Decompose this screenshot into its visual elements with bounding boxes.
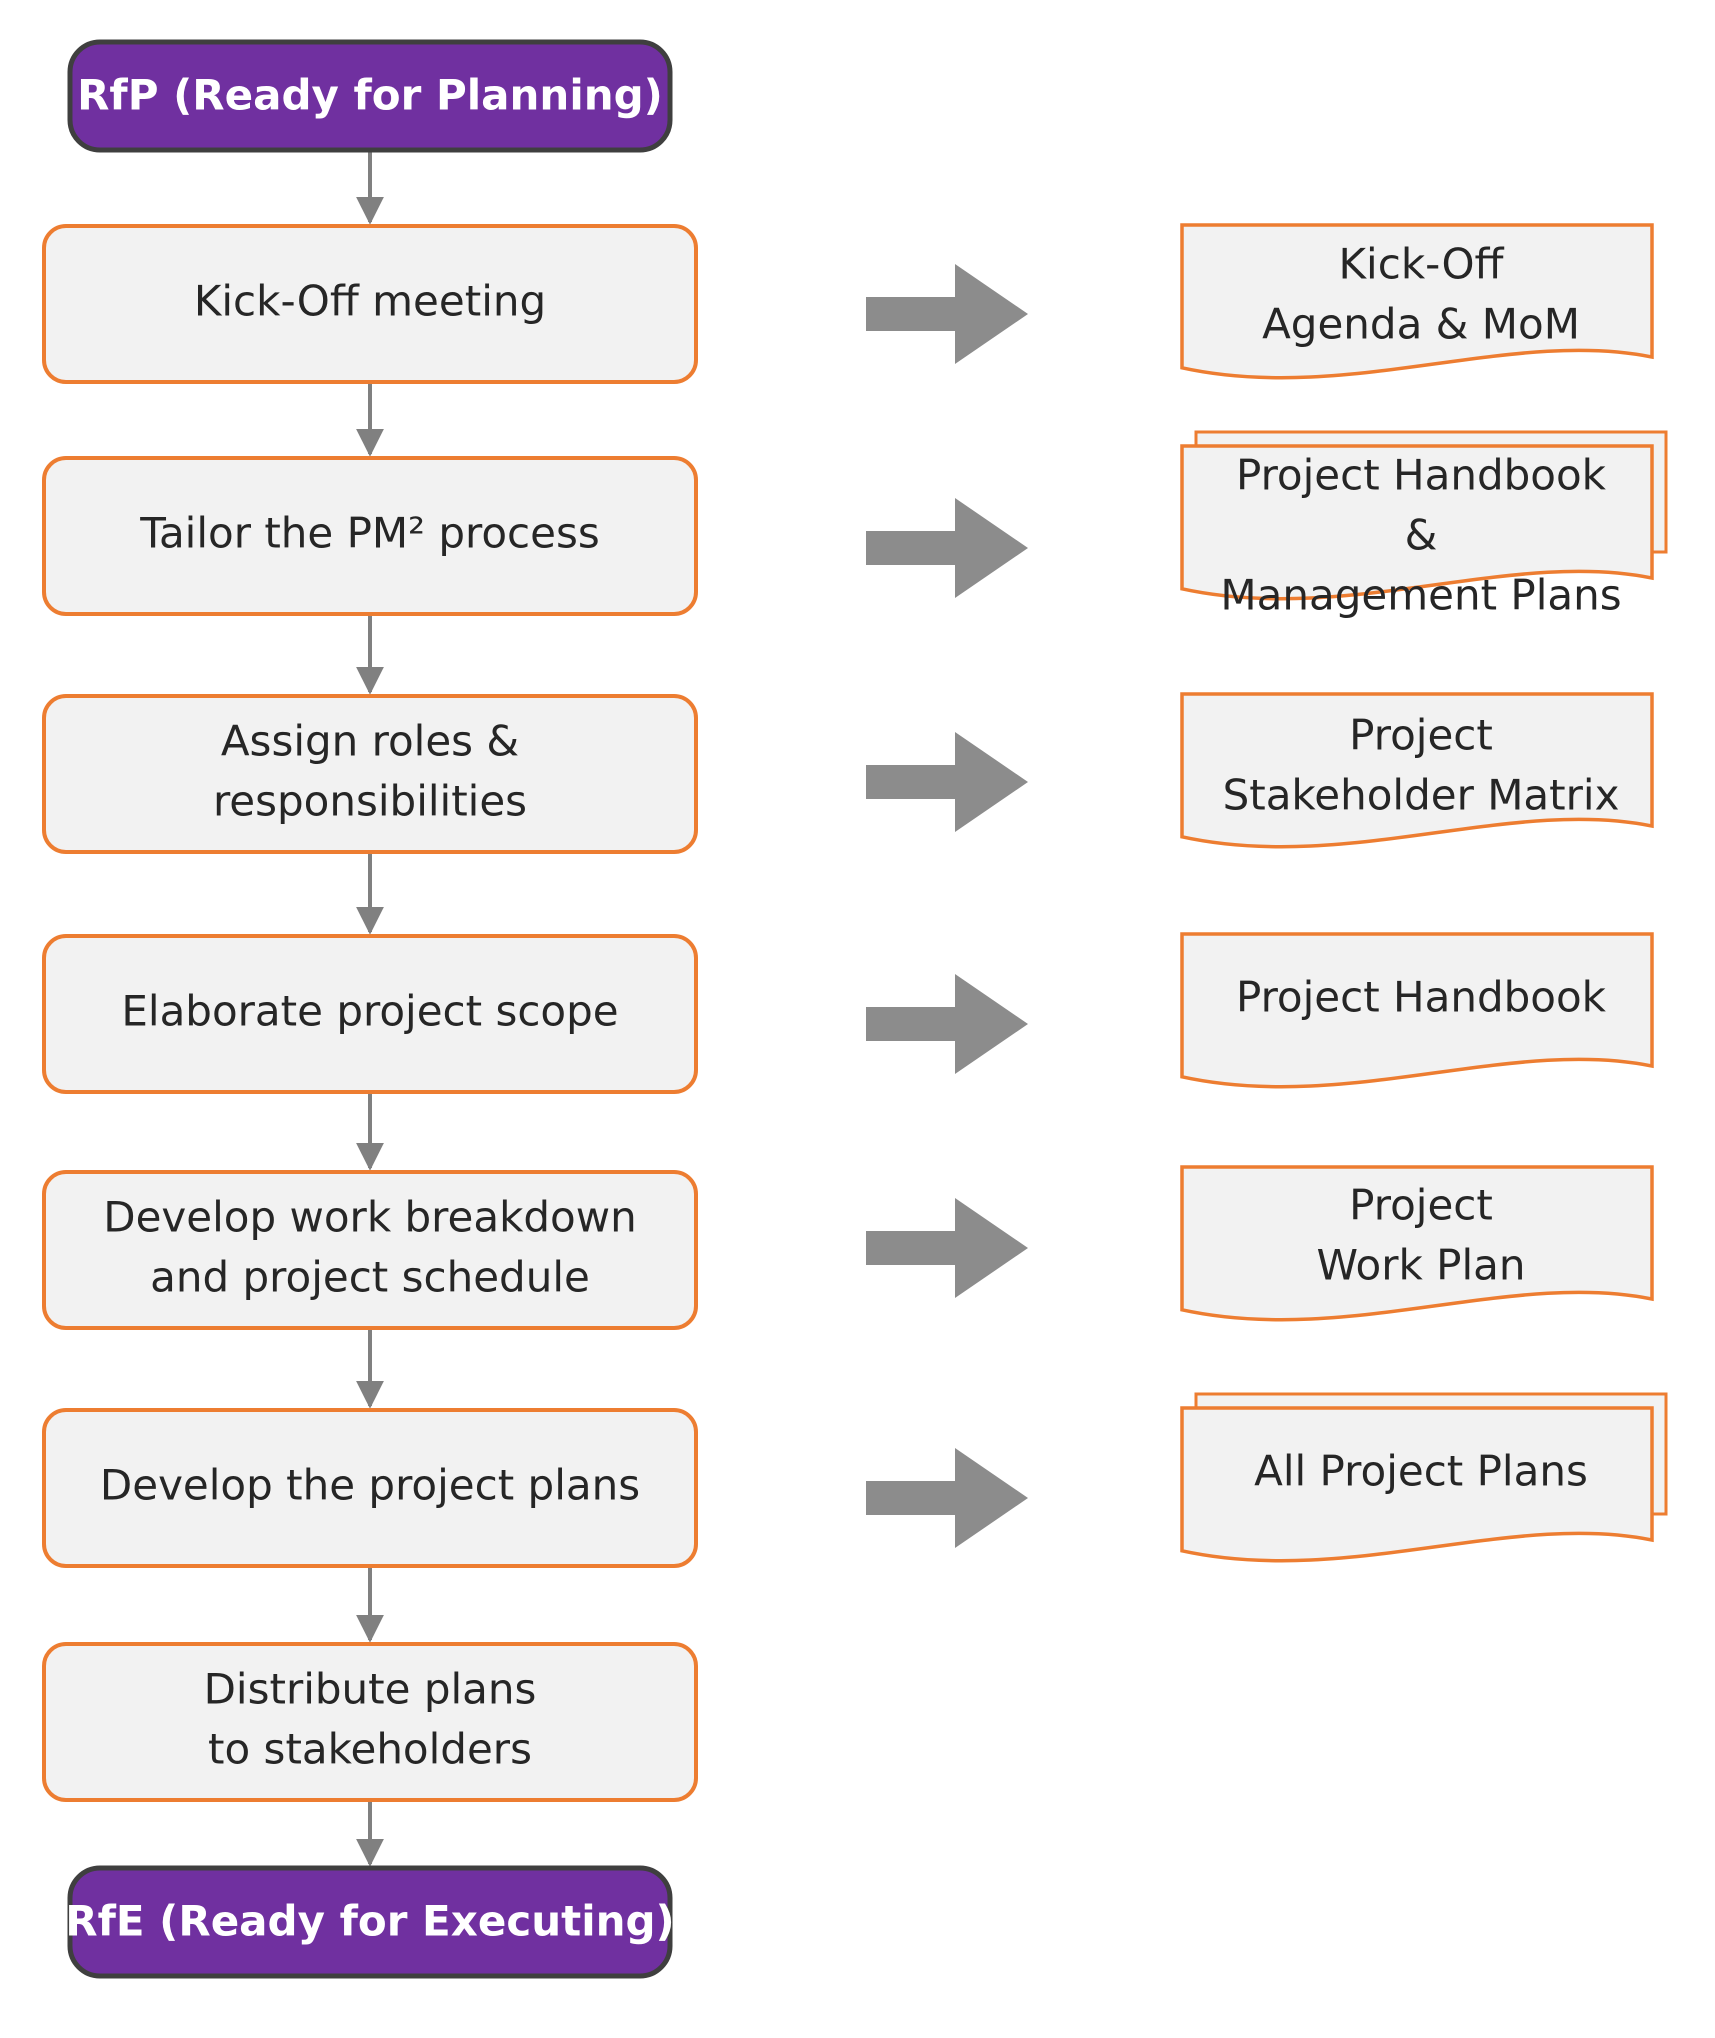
output-document-label-line-2: Agenda & MoM [1262,300,1580,349]
output-document-label-line-2: & [1405,511,1438,560]
end-terminal-shape [67,1865,673,1979]
start-terminal: RfP (Ready for Planning) [67,39,673,153]
output-document-label-line-2: Stakeholder Matrix [1223,771,1620,820]
end-terminal: RfE (Ready for Executing) [65,1865,675,1979]
process-step: Distribute plans to stakeholders [42,1642,698,1802]
terminals: RfP (Ready for Planning) RfE (Ready for E… [65,39,675,1979]
output-arrow [866,974,1028,1074]
output-document-label-line-1: All Project Plans [1254,1447,1588,1496]
output-document-shape [1180,223,1654,380]
output-document-shape [1180,444,1654,601]
output-arrow [866,1198,1028,1298]
process-step-label-line-1: Tailor the PM² process [139,509,600,558]
output-document-label-line-2: Work Plan [1316,1241,1525,1290]
output-arrow [866,732,1028,832]
process-step-label-line-2: and project schedule [150,1253,590,1302]
output-arrow [866,498,1028,598]
process-step-label-line-1: Distribute plans [204,1665,537,1714]
process-step-label-line-1: Develop work breakdown [103,1193,636,1242]
process-step-box [42,456,698,616]
output-document-label-line-1: Kick-Off [1339,240,1505,289]
start-terminal-shape [67,39,673,153]
output-document-shape [1180,1165,1654,1322]
output-document: All Project Plans [1180,1392,1668,1563]
process-step: Assign roles & responsibilities [42,694,698,854]
start-terminal-label: RfP (Ready for Planning) [77,71,663,120]
process-step-box [42,224,698,384]
process-step-label-line-2: responsibilities [213,777,527,826]
process-step-label-line-2: to stakeholders [208,1725,532,1774]
process-step-box [42,934,698,1094]
process-step-label-line-1: Develop the project plans [100,1461,640,1510]
process-step: Tailor the PM² process [42,456,698,616]
process-step: Develop the project plans [42,1408,698,1568]
output-document-shape [1180,1406,1654,1563]
output-arrow [866,1448,1028,1548]
output-arrow [866,264,1028,364]
output-document-shape [1180,692,1654,849]
process-step-label-line-1: Kick-Off meeting [194,277,546,326]
output-document-label-line-1: Project Handbook [1236,451,1607,500]
end-terminal-label: RfE (Ready for Executing) [65,1897,675,1946]
process-step: Develop work breakdown and project schedu… [42,1170,698,1330]
process-step-box [42,1642,698,1802]
output-document-shape [1180,932,1654,1089]
process-step-box [42,1170,698,1330]
output-document: Project Handbook & Management Plans [1180,430,1668,620]
output-document-label-line-1: Project Handbook [1236,973,1607,1022]
process-step-label-line-1: Assign roles & [221,717,519,766]
process-step: Elaborate project scope [42,934,698,1094]
big-arrows [866,264,1028,1548]
output-document-label-line-1: Project [1349,1181,1493,1230]
process-step-box [42,694,698,854]
output-document-label-line-1: Project [1349,711,1493,760]
process-step: Kick-Off meeting [42,224,698,384]
process-step-label-line-1: Elaborate project scope [121,987,618,1036]
output-document: Project Handbook [1180,932,1654,1089]
output-document-label-line-3: Management Plans [1220,571,1621,620]
process-step-box [42,1408,698,1568]
